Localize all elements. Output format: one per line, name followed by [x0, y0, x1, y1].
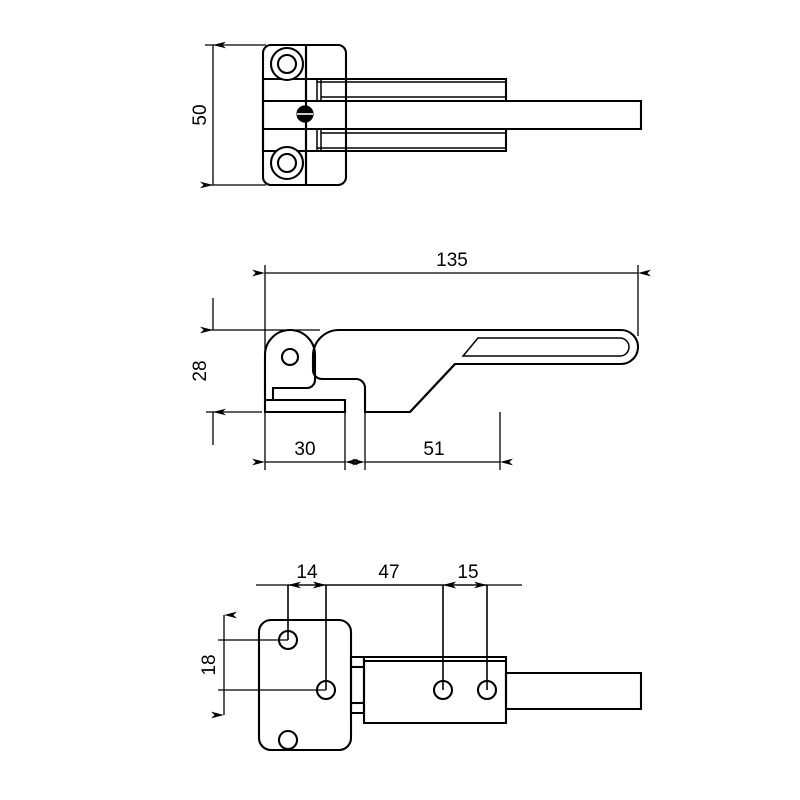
dim-50-label: 50 — [190, 104, 211, 125]
dim-28-label: 28 — [190, 360, 211, 381]
side-view-chamfer-edge — [409, 363, 456, 413]
top-view-mounting-plate — [261, 43, 308, 187]
side-view-bracket-foot — [263, 398, 347, 414]
top-view-group: 50 — [190, 41, 643, 189]
dim-18-label: 18 — [199, 654, 220, 675]
dim-15-label: 15 — [457, 562, 478, 583]
dim-47-label: 47 — [378, 562, 399, 583]
side-view-pivot-hole — [280, 347, 300, 367]
top-view-handle-bar — [261, 99, 643, 131]
bottom-view-handle-bar — [504, 671, 643, 711]
side-view-hinge-bracket — [263, 328, 317, 402]
top-view-plate-right-body — [304, 43, 348, 187]
dim-135-label: 135 — [436, 250, 468, 271]
side-view-group: 135 28 30 51 — [190, 250, 651, 470]
dim-51-label: 51 — [423, 439, 444, 460]
bottom-view-hole-lower-left — [277, 729, 299, 751]
top-view-bolt-upper-inner — [276, 53, 298, 75]
side-view-handle-body — [311, 328, 640, 414]
bottom-view-main-body — [362, 655, 508, 725]
bottom-view-neck-block — [349, 655, 366, 715]
bottom-view-group: 14 47 15 18 — [199, 562, 643, 752]
top-view-bolt-lower-inner — [276, 152, 298, 174]
side-view-handle-inner-slot — [461, 337, 630, 357]
dim-14-label: 14 — [296, 562, 318, 583]
dim-30-label: 30 — [294, 439, 315, 460]
